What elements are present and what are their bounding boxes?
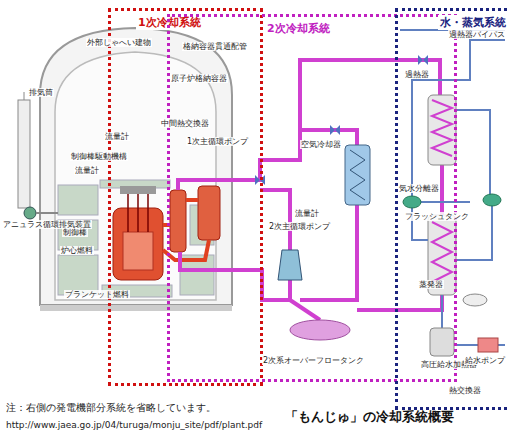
region-heading: 水・蒸気系統 — [438, 15, 508, 30]
part-label: 流量計 — [74, 166, 100, 175]
part-label: 外部しゃへい建物 — [86, 38, 152, 47]
part-label: 格納容器貫通配管 — [182, 42, 248, 51]
part-label: 空気冷却器 — [300, 140, 342, 149]
part-label: http://www.jaea.go.jp/04/turuga/monju_si… — [5, 420, 263, 430]
part-label: 1次主循環ポンプ — [186, 137, 249, 146]
part-label: 原子炉格納容器 — [170, 74, 228, 83]
part-label: 給水ポンプ — [464, 356, 506, 365]
system-region: 1次冷却系統 — [108, 8, 263, 386]
part-label: 中間熱交換器 — [160, 119, 210, 128]
part-label: フラッシュタンク — [404, 212, 470, 221]
region-heading: 2次冷却系統 — [265, 21, 332, 36]
part-label: 2次主循環ポンプ — [268, 222, 331, 231]
part-label: 気水分離器 — [398, 184, 440, 193]
part-label: 蒸発器 — [418, 280, 444, 289]
part-label: 過熱器 — [404, 70, 430, 79]
part-label: 排気筒 — [28, 88, 54, 97]
part-label: 熱交換器 — [448, 386, 482, 395]
system-region: 水・蒸気系統 — [395, 8, 510, 410]
part-label: 流量計 — [294, 209, 320, 218]
part-label: 2次系オーバーフロータンク — [262, 356, 365, 365]
part-label: 流量計 — [104, 132, 130, 141]
part-label: 注：右側の発電機部分系統を省略しています。 — [5, 402, 217, 414]
part-label: 炉心燃料 — [60, 246, 94, 255]
diagram-title: 「もんじゅ」の冷却系統概要 — [285, 408, 454, 426]
part-label: ブランケット燃料 — [64, 290, 130, 299]
part-label: 過熱器バイパス — [448, 30, 506, 39]
part-label: 制御棒駆動機構 — [70, 152, 128, 161]
part-label: 制御棒 — [62, 228, 88, 237]
